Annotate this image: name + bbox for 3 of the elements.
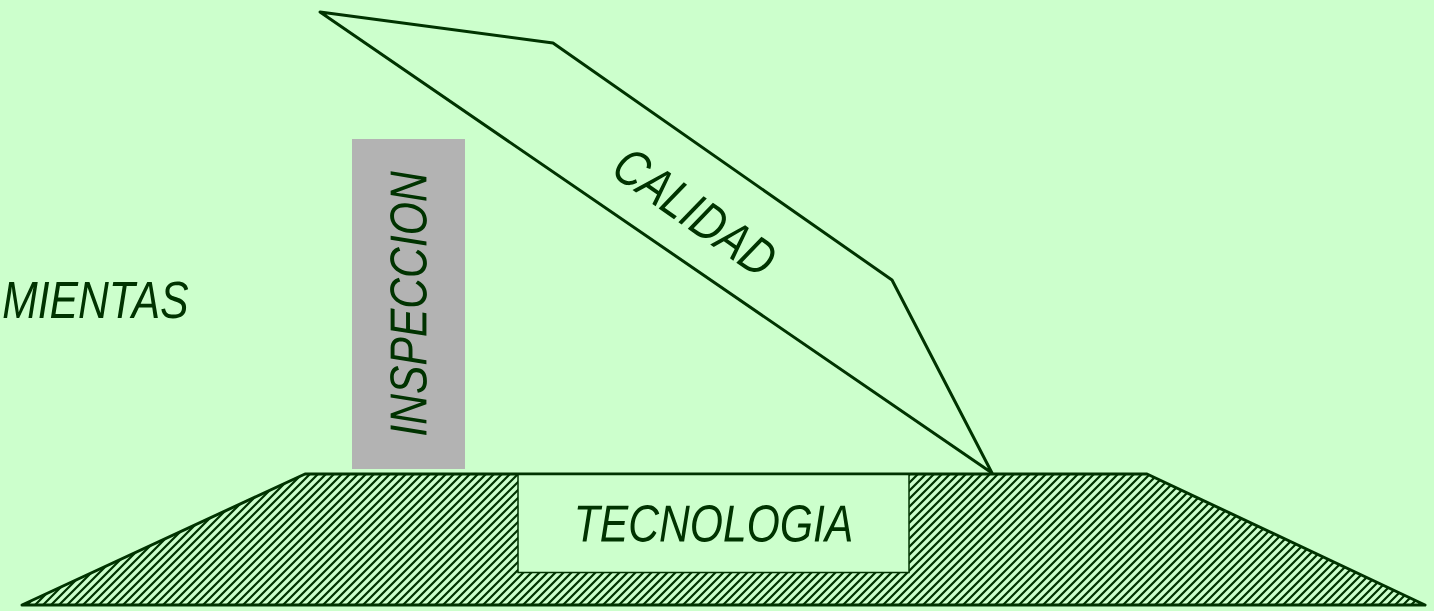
label-box: TECNOLOGIA (517, 473, 910, 574)
side-label: MIENTAS (3, 281, 189, 319)
pillar-box: INSPECCION (352, 139, 465, 469)
